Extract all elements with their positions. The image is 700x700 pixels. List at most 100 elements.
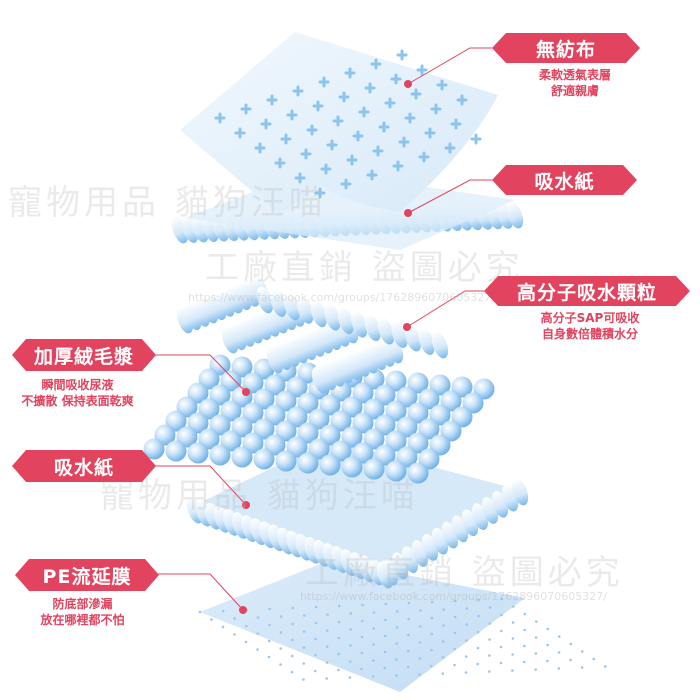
sheet-cross — [300, 148, 312, 160]
pe-film-layer — [198, 560, 607, 692]
sheet-cross — [398, 136, 410, 148]
pulp-ball — [187, 442, 209, 464]
film-dot — [488, 606, 492, 609]
film-dot — [302, 662, 306, 665]
leader-dots — [239, 80, 412, 614]
rib — [506, 201, 524, 229]
film-dot — [546, 627, 550, 631]
film-dot — [406, 649, 410, 653]
film-dot — [290, 654, 294, 658]
film-dot — [256, 648, 259, 651]
label-title: 加厚絨毛漿 — [33, 345, 134, 368]
sheet-cross — [340, 178, 352, 190]
label-fluff: 加厚絨毛漿 — [12, 339, 156, 371]
film-dot — [337, 620, 341, 624]
film-dot — [314, 653, 317, 657]
film-dot — [256, 632, 260, 635]
sheet-cross — [344, 67, 356, 79]
watermark-text: 寵物用品 貓狗汪喵 — [100, 476, 419, 516]
film-dot — [430, 632, 434, 636]
label-nonwoven: 無紡布 — [492, 33, 640, 63]
sheet-cross — [338, 91, 350, 103]
film-dot — [395, 642, 399, 645]
pulp-ball — [165, 440, 187, 462]
film-dot — [488, 638, 491, 641]
fluff-pulp-layer — [143, 354, 495, 484]
film-dot — [500, 597, 504, 601]
sheet-cross — [234, 127, 246, 139]
label-title: 無紡布 — [535, 38, 596, 61]
pulp-ball — [341, 456, 363, 478]
sheet-cross — [318, 76, 330, 88]
film-dot — [348, 660, 352, 663]
film-dot — [372, 611, 376, 614]
sheet-cross — [396, 49, 408, 61]
film-dot — [430, 616, 434, 620]
sheet-cross — [444, 142, 456, 154]
label-title: 高分子吸水顆粒 — [516, 281, 657, 304]
rib — [310, 300, 327, 328]
sheet-cross — [416, 64, 428, 76]
film-dot — [511, 621, 515, 624]
sheet-cross — [346, 154, 358, 166]
sheet-cross — [418, 151, 430, 163]
film-dot — [314, 605, 318, 609]
film-dot — [313, 669, 317, 673]
rib — [404, 324, 422, 352]
label-fluff-desc: 瞬間吸收尿液 不擴散 保持表面乾爽 — [5, 377, 150, 409]
film-dot — [511, 605, 515, 608]
sheet-cross — [378, 121, 390, 133]
film-dot — [348, 676, 352, 679]
pulp-ball — [363, 458, 385, 480]
film-dot — [244, 640, 248, 644]
film-dot — [603, 665, 607, 668]
film-dot — [580, 666, 584, 669]
film-dot — [326, 613, 329, 616]
film-dot — [349, 644, 352, 647]
film-dot — [383, 650, 387, 654]
film-dot — [302, 678, 305, 681]
sheet-cross — [292, 85, 304, 97]
film-dot — [523, 628, 526, 632]
film-dot — [453, 663, 456, 667]
label-nonwoven-desc: 柔軟透氣表層 舒適親膚 — [500, 67, 650, 99]
pulp-ball — [297, 452, 319, 474]
film-dot — [360, 635, 364, 639]
sheet-cross — [470, 133, 482, 145]
desc-line: 自身數倍體積水分 — [541, 327, 638, 341]
film-dot — [441, 656, 445, 659]
sheet-cross — [260, 118, 272, 130]
film-dot — [279, 615, 283, 618]
film-dot — [546, 659, 549, 663]
desc-line: 防底部滲漏 — [52, 597, 113, 611]
film-dot — [454, 599, 457, 603]
pulp-ball — [275, 450, 297, 472]
bottom-paper-layer — [186, 440, 529, 589]
film-dot — [453, 615, 457, 619]
film-dot — [476, 662, 480, 666]
sheet-cross — [404, 112, 416, 124]
film-dot — [476, 630, 480, 634]
film-dot — [534, 636, 538, 639]
sheet-cross — [436, 79, 448, 91]
rib — [364, 314, 381, 342]
pulp-ball — [385, 460, 407, 482]
film-dot — [464, 655, 468, 658]
pulp-ball — [231, 446, 253, 468]
film-dot — [418, 657, 422, 660]
watermark-text: 工廠直銷 盜圖必究 — [205, 248, 524, 288]
film-dot — [465, 639, 468, 642]
sheet-cross — [384, 97, 396, 109]
film-dot — [384, 618, 387, 622]
film-dot — [487, 670, 491, 673]
film-dot — [511, 637, 515, 640]
film-dot — [534, 668, 537, 671]
film-dot — [314, 621, 318, 625]
desc-line: 不擴散 保持表面乾爽 — [21, 394, 134, 408]
film-dot — [268, 623, 271, 627]
film-dot — [198, 610, 202, 614]
film-dot — [488, 622, 492, 625]
film-dot — [429, 664, 433, 668]
film-dot — [267, 655, 271, 659]
